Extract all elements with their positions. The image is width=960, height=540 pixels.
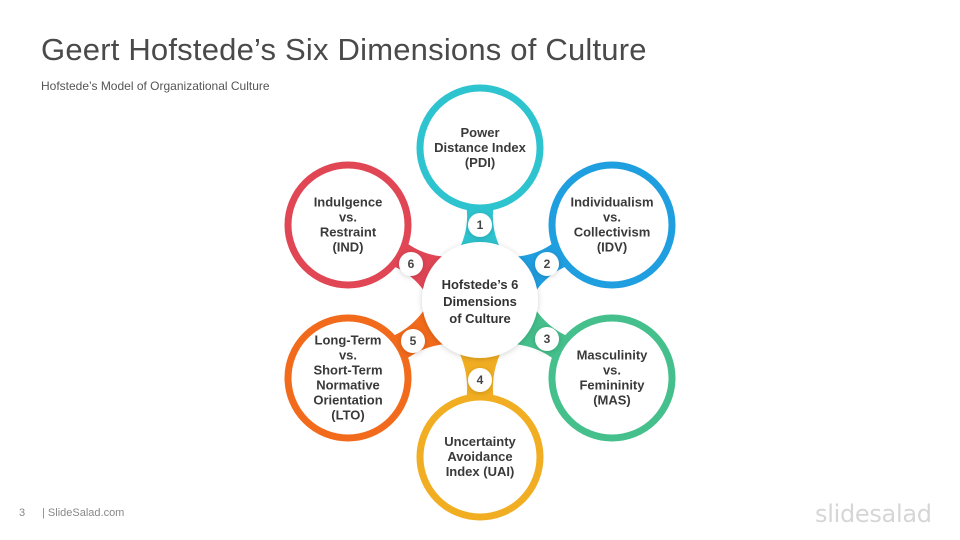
number-badge [535, 327, 559, 351]
petal-label-line: vs. [339, 348, 357, 363]
petal-label-line: Power [460, 125, 499, 140]
petal-label-line: Distance Index [434, 140, 527, 155]
number-badge-label: 2 [544, 257, 551, 271]
number-badge [401, 329, 425, 353]
petal-label-line: Individualism [570, 195, 653, 210]
number-badge-label: 1 [477, 218, 484, 232]
petal-label-line: Collectivism [574, 225, 651, 240]
petal-label-line: vs. [339, 210, 357, 225]
center-label-line-2: Dimensions [443, 294, 517, 309]
petal-label-line: Restraint [320, 225, 377, 240]
number-badge [468, 213, 492, 237]
center-label-line-1: Hofstede’s 6 [442, 277, 519, 292]
center-label-line-3: of Culture [449, 311, 510, 326]
number-badge-label: 4 [477, 373, 484, 387]
petal-label-line: Femininity [579, 378, 645, 393]
petal-label-line: Orientation [313, 393, 382, 408]
slide-title: Geert Hofstede’s Six Dimensions of Cultu… [41, 32, 647, 67]
petal-label-line: Uncertainty [444, 434, 516, 449]
slide-subtitle: Hofstede’s Model of Organizational Cultu… [41, 79, 270, 93]
petal-label-line: Masculinity [577, 348, 649, 363]
petal-label-line: Avoidance [447, 449, 512, 464]
center-circle [422, 242, 538, 358]
petal-ring [548, 161, 676, 289]
petal-label-line: (MAS) [593, 393, 631, 408]
petal-ring [284, 314, 412, 442]
number-badge-label: 5 [410, 334, 417, 348]
petal-ring [416, 393, 544, 521]
center-hub: Hofstede’s 6 Dimensions of Culture [422, 242, 538, 358]
number-badge-label: 6 [408, 257, 415, 271]
petal-ring [416, 84, 544, 212]
number-badge [535, 252, 559, 276]
petal-ring [548, 314, 676, 442]
petal-label-line: Short-Term [313, 363, 382, 378]
petal-label-line: Index (UAI) [446, 464, 515, 479]
petal-ring [284, 161, 412, 289]
number-badge [468, 368, 492, 392]
petal-label-line: (LTO) [331, 408, 364, 423]
number-badge-label: 3 [544, 332, 551, 346]
petal-label-line: (IND) [332, 240, 363, 255]
slidesalad-logo: slidesalad [815, 500, 932, 528]
petal-label-line: Long-Term [315, 333, 382, 348]
page-number: 3 [19, 507, 26, 519]
petal-label-line: vs. [603, 363, 621, 378]
number-badge [399, 252, 423, 276]
petal-label-line: (IDV) [597, 240, 627, 255]
petal-label-line: Normative [316, 378, 380, 393]
petal-label-line: (PDI) [465, 155, 495, 170]
footer-site-link[interactable]: | SlideSalad.com [42, 507, 125, 519]
petal-label-line: vs. [603, 210, 621, 225]
petal-label-line: Indulgence [314, 195, 383, 210]
